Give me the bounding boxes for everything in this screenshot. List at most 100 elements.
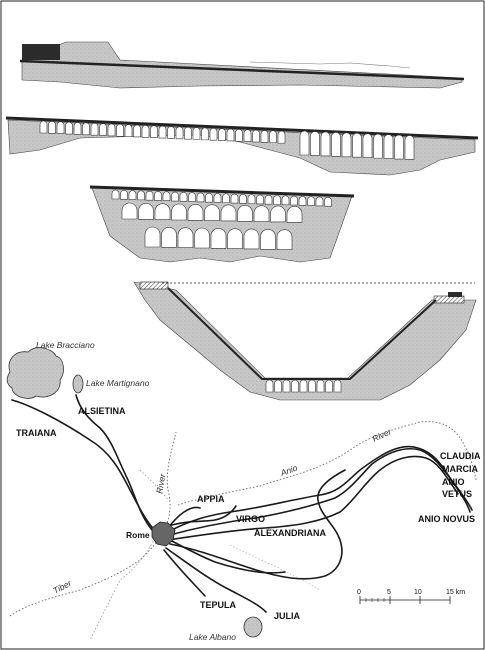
label-alexandriana: ALEXANDRIANA <box>254 528 327 538</box>
arch <box>273 195 281 205</box>
arch <box>39 120 48 134</box>
scale-tick-5: 5 <box>387 589 391 596</box>
label-julia: JULIA <box>274 611 301 621</box>
route-traiana <box>11 399 157 533</box>
arch <box>154 191 162 201</box>
scale-bar: 0 5 10 15 km <box>357 589 465 604</box>
arch <box>277 130 286 144</box>
channel-block <box>22 44 60 60</box>
arch <box>144 226 161 248</box>
arch <box>65 121 73 135</box>
arch <box>220 204 237 222</box>
label-lake-martignano: Lake Martignano <box>86 378 150 388</box>
lake-bracciano <box>6 347 64 399</box>
arch <box>158 125 167 139</box>
arch <box>188 192 196 202</box>
arch <box>299 379 308 393</box>
arch <box>167 126 175 139</box>
channel-line <box>19 59 465 81</box>
arch <box>138 203 154 220</box>
arch <box>320 131 331 157</box>
arch <box>145 190 154 201</box>
arch <box>239 194 247 204</box>
arch <box>121 202 138 220</box>
arch <box>316 379 325 393</box>
route-julia <box>165 547 267 613</box>
route-marcia <box>165 448 473 537</box>
label-virgo: VIRGO <box>236 514 265 524</box>
arch <box>209 127 218 141</box>
arch <box>307 196 315 206</box>
scale-tick-0: 0 <box>357 589 361 596</box>
arch <box>256 194 264 205</box>
arch <box>253 205 270 222</box>
arch <box>90 122 99 136</box>
arch <box>270 205 286 223</box>
anio-river <box>177 421 477 506</box>
arch <box>222 193 230 204</box>
route-anio-novus <box>169 469 346 580</box>
arch <box>171 191 179 202</box>
label-marcia: MARCIA <box>442 464 478 474</box>
arch <box>48 121 56 134</box>
arch <box>133 124 141 138</box>
cross-section-4 <box>133 281 477 401</box>
label-claudia: CLAUDIA <box>440 451 481 461</box>
label-river-right: River <box>371 426 394 444</box>
arch <box>274 379 282 393</box>
route-appia <box>167 506 201 529</box>
header-tank-right <box>433 295 465 304</box>
arch <box>82 122 90 136</box>
cross-section-2 <box>5 116 479 176</box>
arch <box>194 227 210 249</box>
arch <box>187 204 204 221</box>
arch <box>213 193 222 203</box>
arch <box>404 135 415 160</box>
arch <box>383 134 394 159</box>
arch <box>137 190 145 201</box>
label-river-left: River <box>154 472 167 494</box>
tiber-river <box>9 431 177 617</box>
arch <box>299 130 310 156</box>
route-alexandriana <box>169 539 286 574</box>
arch <box>243 228 260 250</box>
arch <box>252 129 260 143</box>
arch <box>161 227 177 248</box>
arch <box>120 189 128 200</box>
arch <box>264 194 273 205</box>
arch <box>230 193 239 204</box>
label-anio-river: Anio <box>278 463 299 479</box>
channel-line <box>5 116 479 140</box>
arch <box>235 129 243 142</box>
label-vetus: VETUS <box>442 489 472 499</box>
arch <box>310 131 320 156</box>
arch <box>243 129 252 142</box>
route-anio-vetus <box>167 455 459 541</box>
arch <box>352 132 362 158</box>
arch <box>308 379 316 393</box>
lake-albano <box>243 616 263 638</box>
arch <box>324 196 332 207</box>
arch <box>226 128 235 142</box>
scale-tick-10: 10 <box>414 589 422 596</box>
arch <box>260 130 269 143</box>
arch <box>373 133 383 159</box>
arch <box>290 195 298 206</box>
arch <box>291 379 299 393</box>
siphon-pipe <box>167 287 437 380</box>
arch <box>124 124 133 137</box>
arch <box>210 228 227 249</box>
label-tiber: Tiber <box>51 577 74 595</box>
arch <box>265 379 274 393</box>
arch <box>205 192 213 203</box>
arch <box>218 128 226 141</box>
arch <box>269 130 277 144</box>
arch <box>204 204 220 221</box>
label-alsietina: ALSIETINA <box>78 406 126 416</box>
arch <box>286 206 303 223</box>
arch <box>237 205 253 222</box>
arch <box>315 196 324 207</box>
label-tepula: TEPULA <box>200 600 237 610</box>
label-anio: ANIO <box>442 477 465 487</box>
